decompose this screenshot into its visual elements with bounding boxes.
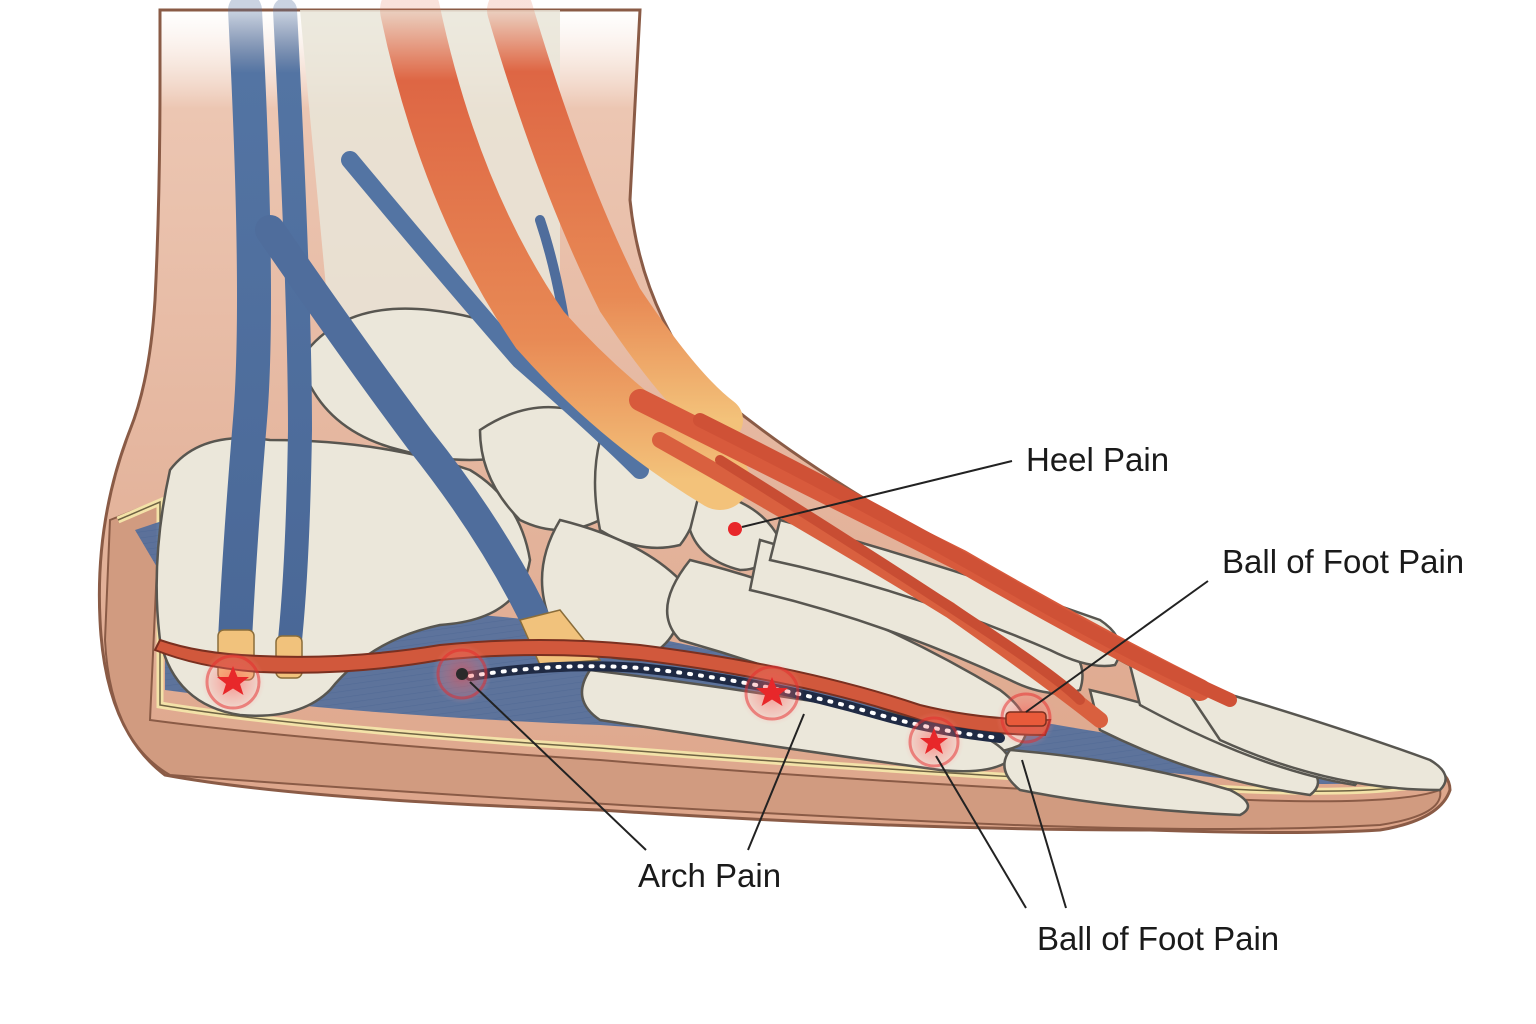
pain-marker-arch-2 (740, 661, 804, 725)
leader-arch-2 (747, 713, 805, 851)
leader-ball-lower-2 (1021, 759, 1067, 909)
pain-marker-heel-dot (728, 522, 742, 536)
tendon-4 (715, 455, 1085, 705)
veins (218, 0, 649, 657)
leader-lines (469, 460, 1209, 909)
label-ball-of-foot-pain-lower: Ball of Foot Pain (1037, 920, 1280, 957)
big-toe-phalanx (1003, 748, 1250, 817)
star-icon (920, 728, 948, 754)
label-arch-pain: Arch Pain (638, 857, 782, 894)
dorsal-muscles (380, 0, 1237, 728)
vein-4 (341, 151, 649, 479)
label-ball-of-foot-pain-upper: Ball of Foot Pain (1222, 543, 1465, 580)
leader-ball-lower-1 (935, 755, 1027, 909)
pain-marker-heel (201, 650, 265, 714)
leader-heel-pain (741, 460, 1013, 528)
vein-2 (273, 0, 313, 652)
foot-bones (155, 10, 1447, 817)
leader-ball-upper (1025, 580, 1209, 713)
star-icon (217, 666, 249, 695)
vein-3 (255, 215, 560, 655)
leader-arch-1 (469, 681, 647, 851)
toe-phalanx-4 (1177, 677, 1447, 792)
muscle-2 (487, 0, 743, 443)
tendon-2 (693, 413, 1237, 707)
label-heel-pain: Heel Pain (1026, 441, 1170, 478)
pain-marker-ball-lower (904, 712, 964, 772)
sole-pad (103, 498, 1442, 830)
vein-1 (218, 0, 271, 657)
star-icon (756, 677, 788, 706)
